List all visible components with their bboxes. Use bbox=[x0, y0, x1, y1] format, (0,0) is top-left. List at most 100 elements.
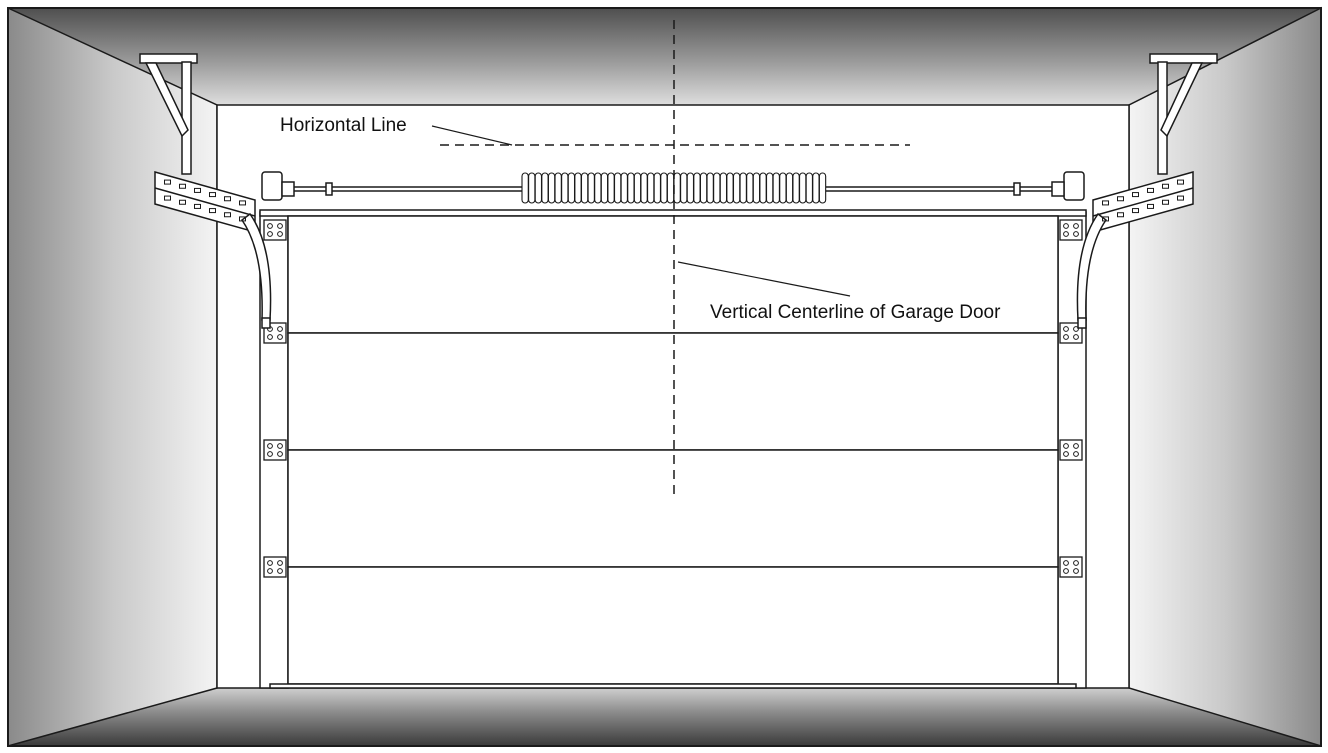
track-hole bbox=[1177, 195, 1184, 201]
left-cable-drum bbox=[261, 171, 333, 201]
hinge-plate bbox=[1059, 219, 1083, 241]
spring-coil bbox=[726, 172, 734, 204]
hinge-screw bbox=[1073, 326, 1079, 332]
track-hole bbox=[1162, 183, 1169, 189]
spring-coil bbox=[607, 172, 615, 204]
hinge-screw bbox=[1063, 326, 1069, 332]
track-hole bbox=[179, 183, 186, 189]
hinge-screw bbox=[267, 223, 273, 229]
spring-coil bbox=[567, 172, 576, 204]
hinge-screw bbox=[267, 231, 273, 237]
door-header bbox=[259, 209, 1087, 217]
spring-coil bbox=[600, 172, 609, 204]
hinge-screw bbox=[277, 443, 283, 449]
spring-coil bbox=[759, 172, 767, 204]
hinge-screw bbox=[277, 223, 283, 229]
hinge bbox=[263, 439, 287, 461]
spring-coil bbox=[666, 172, 675, 204]
spring-coil bbox=[534, 172, 543, 204]
track-hole bbox=[1132, 208, 1139, 214]
door-panel bbox=[287, 566, 1059, 685]
spring-coil bbox=[554, 172, 562, 204]
spring-coil bbox=[812, 172, 820, 204]
floor bbox=[8, 688, 1321, 746]
hinge-screw bbox=[277, 568, 283, 574]
track-hole bbox=[194, 203, 201, 209]
spring-coil bbox=[673, 172, 681, 204]
ceiling bbox=[8, 8, 1321, 105]
torsion-spring bbox=[521, 172, 827, 204]
horizontal-line-leader bbox=[431, 125, 513, 146]
track-hole bbox=[1162, 199, 1169, 205]
spring-coil bbox=[713, 172, 721, 204]
hinge bbox=[1059, 322, 1083, 344]
horizontal-line-label: Horizontal Line bbox=[280, 115, 407, 136]
vertical-centerline-leader bbox=[677, 261, 851, 297]
spring-coil bbox=[594, 172, 602, 204]
spring-coil bbox=[818, 172, 827, 204]
spring-coil bbox=[779, 172, 787, 204]
spring-coil bbox=[746, 172, 754, 204]
track-hole bbox=[1117, 212, 1124, 218]
track-hole bbox=[239, 200, 246, 206]
spring-coil bbox=[719, 172, 728, 204]
spring-coil bbox=[785, 172, 794, 204]
hinge-screw bbox=[1063, 451, 1069, 457]
hinge-screw bbox=[267, 568, 273, 574]
spring-coil bbox=[765, 172, 774, 204]
track-hole bbox=[1147, 187, 1154, 193]
spring-coil bbox=[640, 172, 648, 204]
spring-coil bbox=[547, 172, 556, 204]
track-hole bbox=[164, 195, 171, 201]
hinges bbox=[263, 219, 1083, 578]
track-holes bbox=[164, 179, 1184, 222]
right-cable-drum bbox=[1013, 171, 1085, 201]
hinge-screw bbox=[1073, 568, 1079, 574]
spring-coil bbox=[620, 172, 628, 204]
track-hole bbox=[1102, 200, 1109, 206]
hinge bbox=[263, 556, 287, 578]
hinge-screw bbox=[1063, 334, 1069, 340]
hinge-screw bbox=[1063, 560, 1069, 566]
track-hole bbox=[209, 208, 216, 214]
door-panels bbox=[269, 215, 1077, 689]
spring-coil bbox=[732, 172, 741, 204]
spring-coil bbox=[680, 172, 688, 204]
spring-coil bbox=[521, 172, 529, 204]
hinge-screw bbox=[267, 451, 273, 457]
spring-coil bbox=[792, 172, 800, 204]
spring-coil bbox=[752, 172, 761, 204]
spring-coil bbox=[587, 172, 595, 204]
spring-coil bbox=[647, 172, 655, 204]
track-hole bbox=[224, 196, 231, 202]
hinge-screw bbox=[1073, 231, 1079, 237]
hinge-screw bbox=[1073, 451, 1079, 457]
hinge-screw bbox=[277, 560, 283, 566]
hinge-plate bbox=[263, 219, 287, 241]
spring-coil bbox=[653, 172, 662, 204]
hinge-screw bbox=[277, 334, 283, 340]
door-panel bbox=[287, 449, 1059, 568]
hinge-screw bbox=[267, 443, 273, 449]
hinge-screw bbox=[1073, 443, 1079, 449]
hinge-plate bbox=[1059, 439, 1083, 461]
right-ceiling-bracket bbox=[1149, 53, 1218, 175]
door-panel bbox=[287, 332, 1059, 451]
hinge-screw bbox=[1073, 560, 1079, 566]
hinge-plate bbox=[263, 439, 287, 461]
track-hole bbox=[1117, 196, 1124, 202]
track-hole bbox=[194, 187, 201, 193]
spring-coil bbox=[699, 172, 708, 204]
spring-coil bbox=[660, 172, 668, 204]
hinge-screw bbox=[1063, 231, 1069, 237]
spring-coil bbox=[541, 172, 549, 204]
hinge-plate bbox=[1059, 556, 1083, 578]
spring-coil bbox=[686, 172, 695, 204]
track-hole bbox=[209, 192, 216, 198]
track-hole bbox=[1147, 203, 1154, 209]
hinge-screw bbox=[1063, 443, 1069, 449]
spring-coil bbox=[805, 172, 814, 204]
track-hole bbox=[1132, 192, 1139, 198]
